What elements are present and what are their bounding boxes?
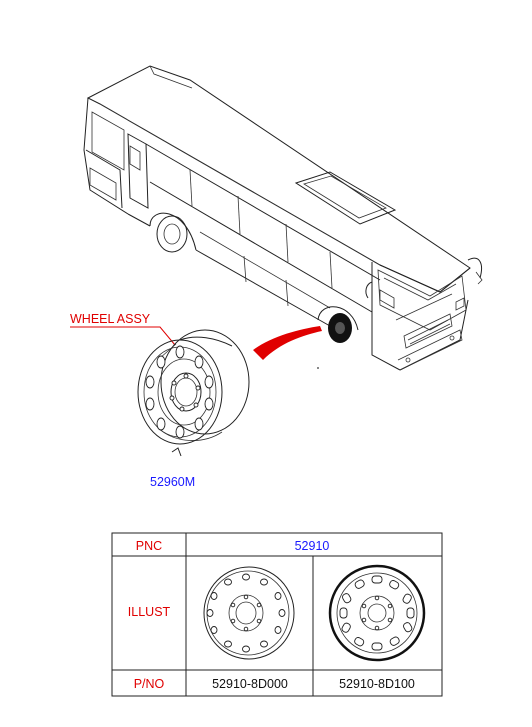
wheel-assy-illustration [137, 329, 250, 457]
part-number-2: 52910-8D100 [339, 677, 415, 691]
parts-table: PNC ILLUST P/NO 52910 52910-8D000 52910-… [111, 532, 443, 697]
arrow-pointer [253, 326, 322, 360]
wheel-assy-label: WHEEL ASSY [70, 312, 151, 326]
part-number-1: 52910-8D000 [212, 677, 288, 691]
wheel-callout: WHEEL ASSY [70, 312, 176, 346]
row-label-illust: ILLUST [128, 605, 171, 619]
row-label-pnc: PNC [136, 539, 162, 553]
pnc-value: 52910 [295, 539, 330, 553]
part-ref-label: 52960M [150, 475, 195, 489]
wheel-face-icon [203, 566, 295, 660]
wheel-face-icon [328, 564, 426, 662]
bus-illustration [83, 65, 483, 371]
row-label-pno: P/NO [134, 677, 165, 691]
